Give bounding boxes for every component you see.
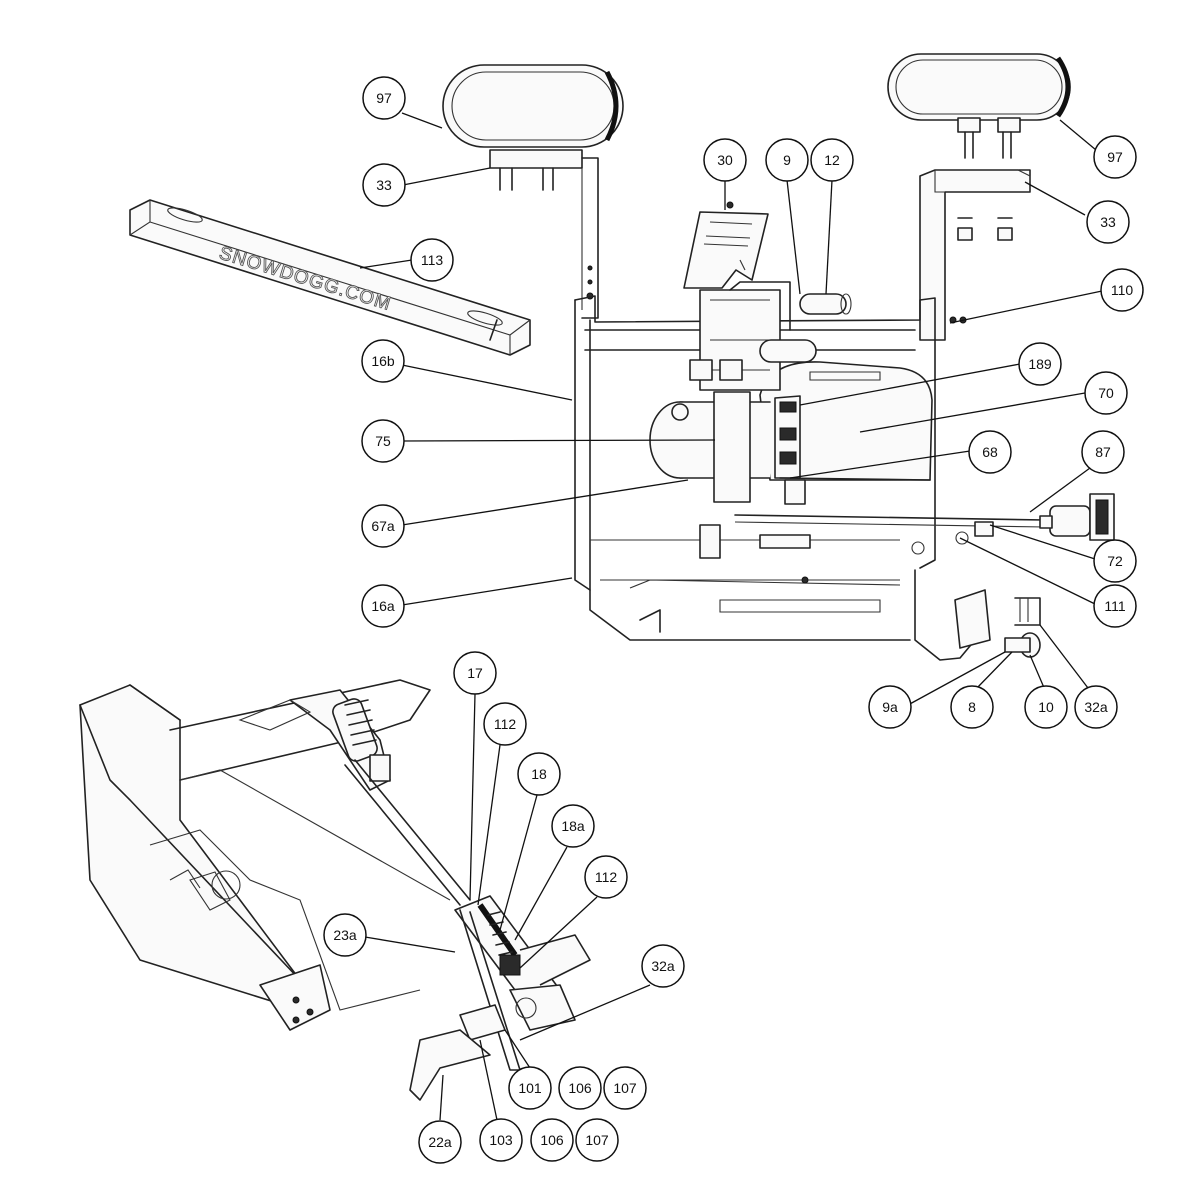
callout-22a: 22a: [418, 1120, 462, 1164]
callout-18a: 18a: [551, 804, 595, 848]
upper-mount-assembly: SNOWDOGG.COM: [129, 53, 1115, 661]
callout-label: 9a: [882, 699, 898, 715]
foot-plate: [409, 1029, 491, 1101]
callout-label: 32a: [651, 958, 675, 974]
callout-label: 33: [376, 177, 392, 193]
callout-32a-top: 32a: [1074, 685, 1118, 729]
callout-112-bottom: 112: [584, 855, 628, 899]
callout-label: 189: [1028, 356, 1052, 372]
callout-106-lower: 106: [530, 1118, 574, 1162]
callout-label: 16b: [371, 353, 395, 369]
callout-8: 8: [950, 685, 994, 729]
lift-cylinder: [689, 281, 817, 503]
callout-label: 23a: [333, 927, 357, 943]
callout-103: 103: [479, 1118, 523, 1162]
callout-106-upper: 106: [558, 1066, 602, 1110]
decal-label: [683, 201, 769, 289]
callout-label: 18: [531, 766, 547, 782]
main-frame: [574, 295, 976, 661]
snowdogg-placard: SNOWDOGG.COM: [129, 199, 531, 356]
callout-75: 75: [361, 419, 405, 463]
callout-97-left: 97: [362, 76, 406, 120]
right-light-housing: [887, 53, 1071, 159]
callout-label: 111: [1104, 598, 1125, 614]
callout-label: 101: [518, 1080, 542, 1096]
callout-label: 67a: [371, 518, 395, 534]
callout-label: 103: [489, 1132, 513, 1148]
lower-plow-assembly: [79, 679, 591, 1101]
trip-bracket: [454, 895, 591, 1071]
callout-113: 113: [410, 238, 454, 282]
callout-18: 18: [517, 752, 561, 796]
callout-label: 16a: [371, 598, 395, 614]
callout-label: 107: [613, 1080, 637, 1096]
callout-68: 68: [968, 430, 1012, 474]
callout-label: 32a: [1084, 699, 1108, 715]
callout-107-upper: 107: [603, 1066, 647, 1110]
callout-label: 33: [1100, 214, 1116, 230]
callout-label: 10: [1038, 699, 1054, 715]
callout-label: 70: [1098, 385, 1114, 401]
callout-label: 72: [1107, 553, 1123, 569]
callout-label: 8: [968, 699, 976, 715]
callout-189: 189: [1018, 342, 1062, 386]
callout-17: 17: [453, 651, 497, 695]
hydraulic-motor: [759, 361, 933, 505]
callout-label: 12: [824, 152, 840, 168]
callout-10: 10: [1024, 685, 1068, 729]
callout-12: 12: [810, 138, 854, 182]
callout-label: 87: [1095, 444, 1111, 460]
callout-112-top: 112: [483, 702, 527, 746]
callout-16b: 16b: [361, 339, 405, 383]
callout-label: 107: [585, 1132, 609, 1148]
callout-label: 113: [421, 252, 444, 268]
callout-33-right: 33: [1086, 200, 1130, 244]
callout-label: 106: [540, 1132, 564, 1148]
plow-frame: [79, 679, 451, 1031]
callout-33-left: 33: [362, 163, 406, 207]
upper-spring: [238, 689, 391, 791]
callout-70: 70: [1084, 371, 1128, 415]
callout-label: 18a: [561, 818, 585, 834]
callout-23a: 23a: [323, 913, 367, 957]
callout-107-lower: 107: [575, 1118, 619, 1162]
callout-67a: 67a: [361, 504, 405, 548]
callout-label: 17: [467, 665, 483, 681]
callout-label: 110: [1111, 282, 1134, 298]
callout-9: 9: [765, 138, 809, 182]
callout-label: 9: [783, 152, 791, 168]
callout-label: 68: [982, 444, 998, 460]
callout-9a: 9a: [868, 685, 912, 729]
pin-and-bushing: [799, 293, 852, 315]
callout-label: 112: [595, 869, 618, 885]
callout-97-right: 97: [1093, 135, 1137, 179]
left-light-housing: [442, 64, 624, 148]
callout-111: 111: [1093, 584, 1137, 628]
callout-label: 97: [376, 90, 392, 106]
callout-label: 30: [717, 152, 733, 168]
right-light-bracket: [919, 169, 1031, 341]
left-light-bracket: [489, 149, 599, 319]
callouts: 97 33 113 16b 75 67a 16a 30 9 12 97 33 1…: [323, 76, 1144, 1164]
callout-label: 106: [568, 1080, 592, 1096]
callout-16a: 16a: [361, 584, 405, 628]
callout-label: 112: [494, 716, 517, 732]
callout-label: 75: [375, 433, 391, 449]
trip-rod: [344, 759, 471, 906]
lower-rods-and-cable: [699, 493, 1115, 559]
leader-lines: [359, 112, 1103, 1121]
callout-30: 30: [703, 138, 747, 182]
callout-87: 87: [1081, 430, 1125, 474]
callout-label: 97: [1107, 149, 1123, 165]
callout-32a-bottom: 32a: [641, 944, 685, 988]
callout-72: 72: [1093, 539, 1137, 583]
callout-101: 101: [508, 1066, 552, 1110]
callout-110: 110: [1100, 268, 1144, 312]
lower-right-hardware: [954, 589, 1041, 658]
callout-label: 22a: [428, 1134, 452, 1150]
